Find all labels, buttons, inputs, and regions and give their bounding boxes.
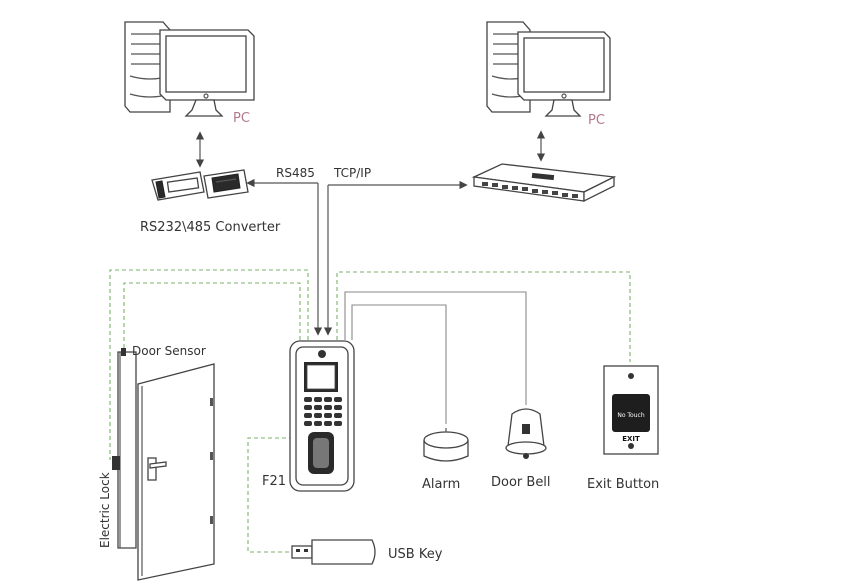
door-bell: Door Bell — [491, 408, 551, 490]
exit-button-face-text: No Touch — [617, 412, 644, 419]
network-switch — [471, 163, 617, 203]
wire-door-sensor — [123, 282, 301, 350]
wire-alarm — [351, 304, 447, 424]
electric-lock-label: Electric Lock — [98, 472, 112, 548]
tcpip-label: TCP/IP — [333, 166, 371, 180]
dashed-wiring — [109, 269, 631, 460]
wire-electric-lock — [109, 269, 309, 460]
wire-usb — [247, 437, 300, 553]
alarm-label: Alarm — [422, 477, 460, 492]
exit-plate-text: EXIT — [622, 435, 640, 443]
rs232-485-converter: RS232\485 Converter — [140, 169, 281, 235]
usb-key-label: USB Key — [388, 547, 443, 562]
alarm: Alarm — [422, 428, 469, 492]
door: Door Sensor Electric Lock — [98, 344, 215, 581]
f21-terminal: F21 — [262, 340, 355, 492]
pc-right-label: PC — [588, 113, 605, 128]
converter-label: RS232\485 Converter — [140, 220, 281, 235]
wire-exit-button — [336, 271, 631, 362]
rs485-label: RS485 — [276, 166, 315, 180]
device-label: F21 — [262, 474, 286, 489]
wire-door-bell — [344, 291, 527, 405]
door-bell-label: Door Bell — [491, 475, 551, 490]
door-sensor-label: Door Sensor — [132, 344, 206, 358]
solid-wiring — [344, 291, 527, 424]
exit-button-label: Exit Button — [587, 477, 659, 492]
f21-keypad — [304, 397, 342, 426]
pc-right: PC — [486, 21, 611, 128]
pc-left-label: PC — [233, 111, 250, 126]
usb-key: USB Key — [291, 539, 443, 565]
exit-button: No Touch EXIT Exit Button — [587, 365, 659, 492]
pc-left: PC — [124, 21, 255, 126]
